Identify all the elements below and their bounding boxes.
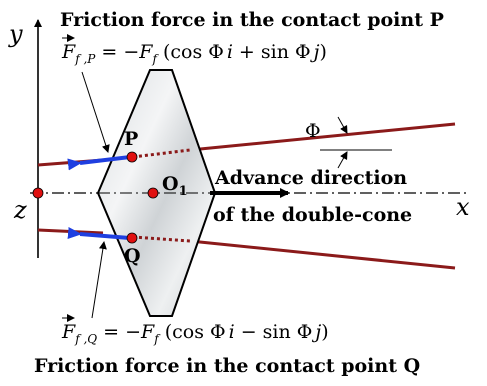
angle-label: Φ [305,120,321,142]
svg-text:Ff ,Q = −Ff (cos Φi − sin Φj): Ff ,Q = −Ff (cos Φi − sin Φj) [61,321,329,346]
leader-line-q [91,241,107,319]
x-axis-label: x [456,193,470,221]
center-point-o1 [147,187,159,199]
contact-point-p [126,151,138,163]
advance-label-line1: Advance direction [214,167,407,189]
point-p-label: P [124,128,138,150]
lower-rail-left [37,228,104,235]
angle-arrow-bottom [337,151,348,169]
origin-point [32,187,44,199]
z-axis-label: z [13,196,27,224]
advance-label-line2: of the double-cone [213,204,412,226]
leader-line-p [81,71,110,153]
y-axis-label: y [8,20,23,48]
angle-arrow-top [337,116,348,134]
point-q-label: Q [124,245,141,267]
top-title: Friction force in the contact point P [60,9,444,31]
force-arrow-p [67,155,131,171]
force-arrow-q [67,227,131,240]
lower-rail-right [189,239,456,270]
svg-text:Ff ,P = −Ff (cos Φi + sin Φj): Ff ,P = −Ff (cos Φi + sin Φj) [61,41,327,66]
upper-rail-right [189,122,456,152]
contact-point-q [126,232,138,244]
bottom-title: Friction force in the contact point Q [34,355,420,377]
point-o1-label: O1 [162,173,188,199]
